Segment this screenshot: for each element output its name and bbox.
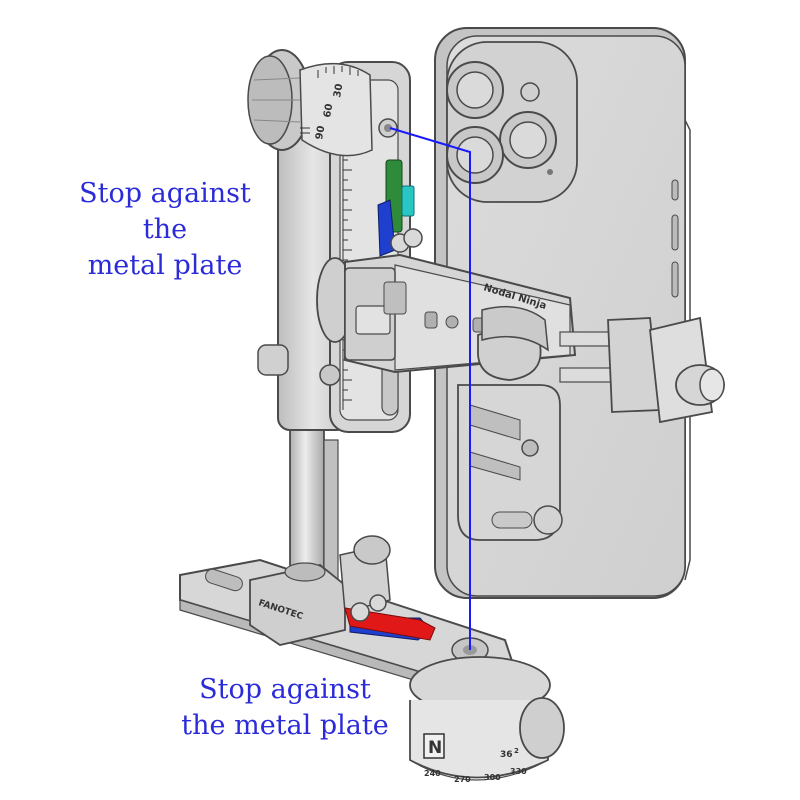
rotation-dial-top xyxy=(247,49,373,157)
dial-label-60: 60 xyxy=(322,103,335,119)
camera-module xyxy=(446,41,578,203)
horizontal-stop xyxy=(344,594,436,641)
dial-label-330: 330 xyxy=(510,767,527,776)
vertical-pole xyxy=(289,419,339,591)
callout-top-line-2: the xyxy=(142,214,188,245)
dial-label-270: 270 xyxy=(454,775,471,784)
rotator-dial: N 240 270 300 330 36 2 xyxy=(409,656,565,784)
dial-label-300: 300 xyxy=(484,773,501,782)
logo-letter: N xyxy=(428,738,442,758)
callout-bottom: Stop against the metal plate xyxy=(175,672,395,744)
callout-bottom-line-1: Stop against xyxy=(199,674,371,705)
dial-label-90: 90 xyxy=(314,125,327,141)
callout-top-line-3: metal plate xyxy=(87,250,243,281)
base-rail: FANOTEC xyxy=(179,535,517,701)
horizontal-rail: Nodal Ninja xyxy=(344,253,725,424)
callout-bottom-line-2: the metal plate xyxy=(181,710,389,741)
callout-top: Stop against the metal plate xyxy=(70,176,260,284)
dial-label-360: 36 xyxy=(500,750,513,760)
dial-label-fraction: 2 xyxy=(514,747,519,755)
dial-label-240: 240 xyxy=(424,769,441,778)
callout-top-line-1: Stop against xyxy=(79,178,251,209)
guide-line xyxy=(389,127,471,650)
dial-label-30: 30 xyxy=(332,83,345,99)
vertical-stop xyxy=(377,159,423,257)
